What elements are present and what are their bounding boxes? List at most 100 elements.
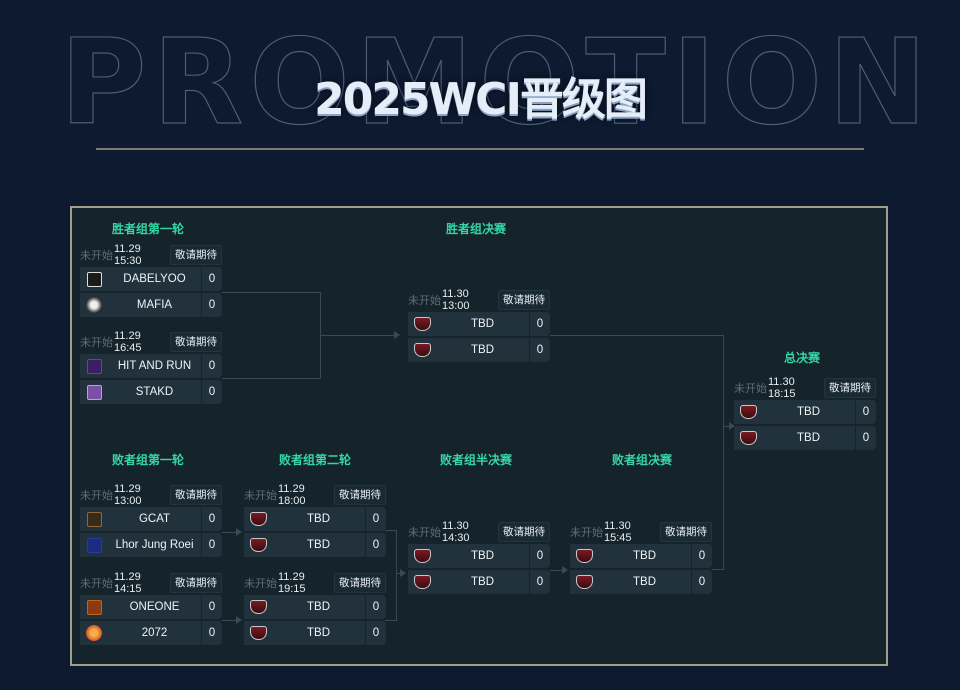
2072-logo-icon	[86, 625, 102, 641]
remind-button[interactable]: 敬请期待	[498, 290, 550, 310]
team-name: STAKD	[135, 386, 174, 398]
connector-line	[396, 573, 402, 574]
remind-button[interactable]: 敬请期待	[498, 522, 550, 542]
match-status: 未开始	[244, 578, 277, 590]
arrow-icon	[236, 528, 242, 536]
match-time: 11.29 18:00	[278, 483, 306, 507]
team-row[interactable]: TBD 0	[408, 544, 550, 568]
connector-line	[222, 378, 321, 379]
team-row[interactable]: 2072 0	[80, 621, 222, 645]
team-name: TBD	[307, 513, 330, 525]
match-status: 未开始	[408, 295, 441, 307]
connector-line	[723, 426, 729, 427]
team-row[interactable]: TBD 0	[570, 544, 712, 568]
team-row[interactable]: TBD 0	[408, 338, 550, 362]
match-status: 未开始	[570, 527, 603, 539]
remind-button[interactable]: 敬请期待	[334, 573, 386, 593]
match-time: 11.30 15:45	[604, 520, 632, 544]
team-score: 0	[855, 400, 876, 424]
team-score: 0	[855, 426, 876, 450]
tbd-logo-icon	[575, 575, 593, 589]
round-title-lb-r2: 败者组第二轮	[278, 453, 351, 467]
team-row[interactable]: TBD 0	[244, 621, 386, 645]
match-time: 11.30 13:00	[442, 288, 470, 312]
arrow-icon	[394, 331, 400, 339]
team-row[interactable]: TBD 0	[244, 595, 386, 619]
remind-button[interactable]: 敬请期待	[170, 485, 222, 505]
match-status: 未开始	[408, 527, 441, 539]
round-title-lb-semi: 败者组半决赛	[439, 453, 512, 467]
tbd-logo-icon	[249, 512, 267, 526]
tbd-logo-icon	[413, 317, 431, 331]
match-card-lb-semi[interactable]: 未开始 11.30 14:30 敬请期待 TBD 0 TBD 0	[408, 520, 550, 594]
match-card-lb-r1-b[interactable]: 未开始 11.29 14:15 敬请期待 ONEONE 0 2072 0	[80, 571, 222, 645]
team-score: 0	[201, 507, 222, 531]
remind-button[interactable]: 敬请期待	[334, 485, 386, 505]
promotion-background-word: PROMOTION	[59, 13, 933, 151]
team-row[interactable]: TBD 0	[570, 570, 712, 594]
team-name: TBD	[797, 432, 820, 444]
team-row[interactable]: STAKD 0	[80, 380, 222, 404]
match-card-lb-final[interactable]: 未开始 11.30 15:45 敬请期待 TBD 0 TBD 0	[570, 520, 712, 594]
match-time: 11.29 16:45	[114, 330, 142, 354]
connector-line	[723, 335, 724, 570]
team-score: 0	[201, 267, 222, 291]
team-row[interactable]: TBD 0	[734, 400, 876, 424]
remind-button[interactable]: 敬请期待	[170, 573, 222, 593]
team-row[interactable]: TBD 0	[734, 426, 876, 450]
tbd-logo-icon	[249, 626, 267, 640]
mafia-logo-icon	[86, 297, 102, 313]
connector-line	[550, 570, 562, 571]
round-title-lb-final: 败者组决赛	[611, 453, 672, 467]
arrow-icon	[400, 569, 406, 577]
tbd-logo-icon	[249, 600, 267, 614]
match-card-wb-final[interactable]: 未开始 11.30 13:00 敬请期待 TBD 0 TBD 0	[408, 288, 550, 362]
team-name: Lhor Jung Roei	[115, 539, 194, 551]
match-time: 11.29 15:30	[114, 243, 142, 267]
team-row[interactable]: GCAT 0	[80, 507, 222, 531]
team-name: ONEONE	[129, 601, 180, 613]
match-status: 未开始	[734, 383, 767, 395]
match-time: 11.29 13:00	[114, 483, 142, 507]
team-score: 0	[201, 380, 222, 404]
team-score: 0	[529, 312, 550, 336]
team-score: 0	[365, 621, 386, 645]
match-card-lb-r2-a[interactable]: 未开始 11.29 18:00 敬请期待 TBD 0 TBD 0	[244, 483, 386, 557]
connector-line	[385, 620, 397, 621]
remind-button[interactable]: 敬请期待	[170, 245, 222, 265]
team-row[interactable]: Lhor Jung Roei 0	[80, 533, 222, 557]
remind-button[interactable]: 敬请期待	[824, 378, 876, 398]
lhor-jung-roei-logo-icon	[86, 537, 102, 553]
arrow-icon	[236, 616, 242, 624]
team-name: TBD	[471, 318, 494, 330]
tbd-logo-icon	[249, 538, 267, 552]
team-row[interactable]: MAFIA 0	[80, 293, 222, 317]
stakd-logo-icon	[86, 384, 102, 400]
match-time: 11.30 18:15	[768, 376, 796, 400]
team-score: 0	[529, 570, 550, 594]
team-row[interactable]: TBD 0	[408, 312, 550, 336]
tbd-logo-icon	[739, 405, 757, 419]
team-row[interactable]: TBD 0	[244, 533, 386, 557]
match-time: 11.29 14:15	[114, 571, 142, 595]
team-row[interactable]: ONEONE 0	[80, 595, 222, 619]
team-name: TBD	[471, 576, 494, 588]
match-card-wb-r1-a[interactable]: 未开始 11.29 15:30 敬请期待 DABELYOO 0 MAFIA 0	[80, 243, 222, 317]
team-row[interactable]: DABELYOO 0	[80, 267, 222, 291]
match-card-lb-r2-b[interactable]: 未开始 11.29 19:15 敬请期待 TBD 0 TBD 0	[244, 571, 386, 645]
team-name: TBD	[797, 406, 820, 418]
match-card-lb-r1-a[interactable]: 未开始 11.29 13:00 敬请期待 GCAT 0 Lhor Jung Ro…	[80, 483, 222, 557]
connector-line	[222, 532, 236, 533]
remind-button[interactable]: 敬请期待	[170, 332, 222, 352]
team-row[interactable]: TBD 0	[244, 507, 386, 531]
match-status: 未开始	[80, 337, 113, 349]
team-row[interactable]: HIT AND RUN 0	[80, 354, 222, 378]
match-card-wb-r1-b[interactable]: 未开始 11.29 16:45 敬请期待 HIT AND RUN 0 STAKD…	[80, 330, 222, 404]
remind-button[interactable]: 敬请期待	[660, 522, 712, 542]
team-row[interactable]: TBD 0	[408, 570, 550, 594]
gcat-logo-icon	[86, 511, 102, 527]
match-time: 11.29 19:15	[278, 571, 306, 595]
connector-line	[222, 292, 321, 293]
match-card-grand-final[interactable]: 未开始 11.30 18:15 敬请期待 TBD 0 TBD 0	[734, 376, 876, 450]
oneone-logo-icon	[86, 599, 102, 615]
